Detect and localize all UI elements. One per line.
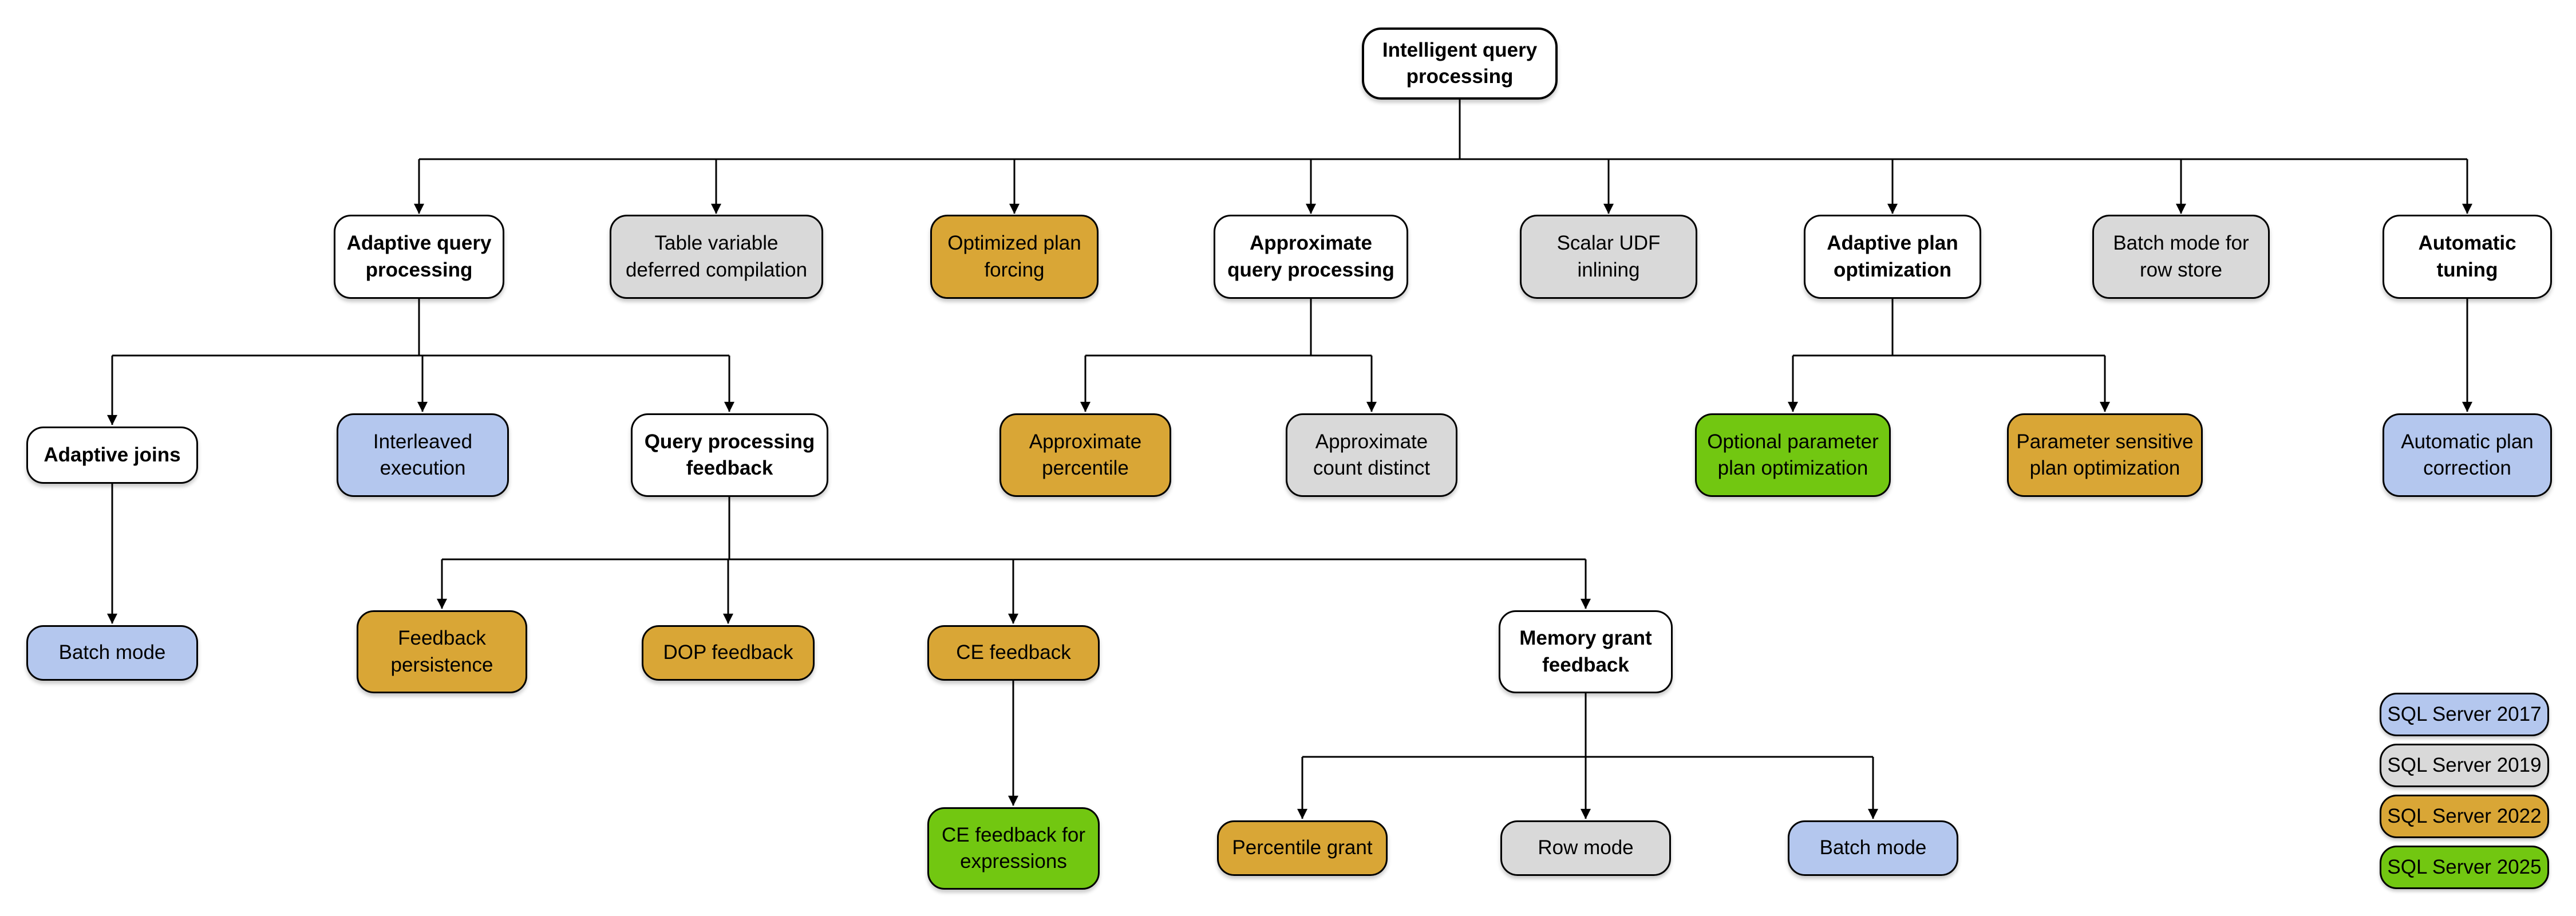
node-batch-mode-memory-grant: Batch mode [1788,820,1958,876]
node-batch-mode-adaptive-joins: Batch mode [26,625,198,681]
node-optimized-plan-forcing: Optimized plan forcing [930,215,1099,299]
node-adaptive-plan-optimization: Adaptive plan optimization [1804,215,1981,299]
legend-item-sql-server-2017: SQL Server 2017 [2380,693,2549,736]
node-adaptive-query-processing: Adaptive query processing [334,215,504,299]
node-parameter-sensitive-plan-optimization: Parameter sensitive plan optimization [2007,413,2203,497]
node-feedback-persistence: Feedback persistence [357,610,527,693]
legend-item-sql-server-2022: SQL Server 2022 [2380,795,2549,838]
connector-arrows [107,159,2472,819]
node-batch-mode-for-row-store: Batch mode for row store [2092,215,2270,299]
legend-item-sql-server-2025: SQL Server 2025 [2380,846,2549,889]
node-adaptive-joins: Adaptive joins [26,427,198,484]
node-ce-feedback: CE feedback [927,625,1100,681]
node-row-mode: Row mode [1500,820,1671,876]
node-memory-grant-feedback: Memory grant feedback [1499,610,1673,693]
node-table-variable-deferred-compilation: Table variable deferred compilation [610,215,823,299]
node-query-processing-feedback: Query processing feedback [631,413,828,497]
node-dop-feedback: DOP feedback [642,625,815,681]
node-ce-feedback-for-expressions: CE feedback for expressions [927,807,1100,890]
node-approximate-percentile: Approximate percentile [999,413,1171,497]
connector-rails [112,100,2467,758]
node-approximate-query-processing: Approximate query processing [1214,215,1408,299]
node-scalar-udf-inlining: Scalar UDF inlining [1520,215,1697,299]
node-automatic-tuning: Automatic tuning [2383,215,2552,299]
node-interleaved-execution: Interleaved execution [337,413,509,497]
node-optional-parameter-plan-optimization: Optional parameter plan optimization [1695,413,1891,497]
node-percentile-grant: Percentile grant [1217,820,1388,876]
node-automatic-plan-correction: Automatic plan correction [2383,413,2552,497]
legend-item-sql-server-2019: SQL Server 2019 [2380,744,2549,787]
node-approximate-count-distinct: Approximate count distinct [1286,413,1457,497]
node-intelligent-query-processing: Intelligent query processing [1362,27,1558,100]
